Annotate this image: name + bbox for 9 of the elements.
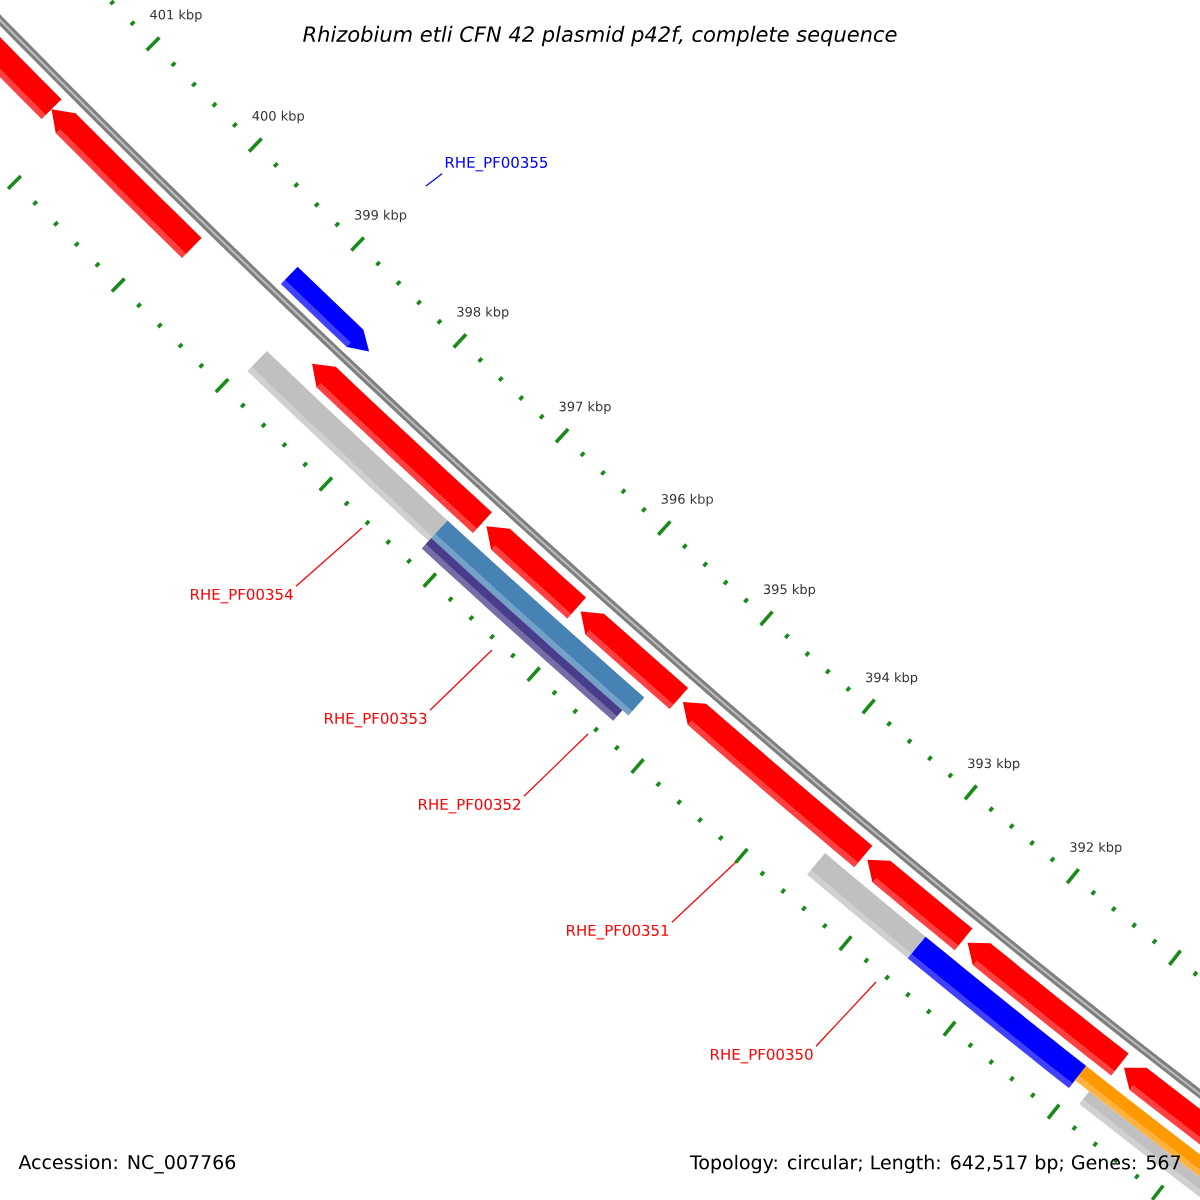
leader-line bbox=[815, 981, 877, 1047]
leader-line bbox=[429, 649, 493, 711]
leader-line bbox=[671, 861, 737, 923]
title: Rhizobium etli CFN 42 plasmid p42f, complete sequence bbox=[303, 25, 897, 47]
leader-line bbox=[425, 173, 443, 187]
leader-line bbox=[523, 733, 589, 797]
leader-line bbox=[295, 527, 363, 587]
accession-label: Accession: NC_007766 bbox=[18, 1154, 236, 1174]
sequence-info-label: Topology: circular; Length: 642,517 bp; Genes: 567 bbox=[689, 1154, 1180, 1174]
